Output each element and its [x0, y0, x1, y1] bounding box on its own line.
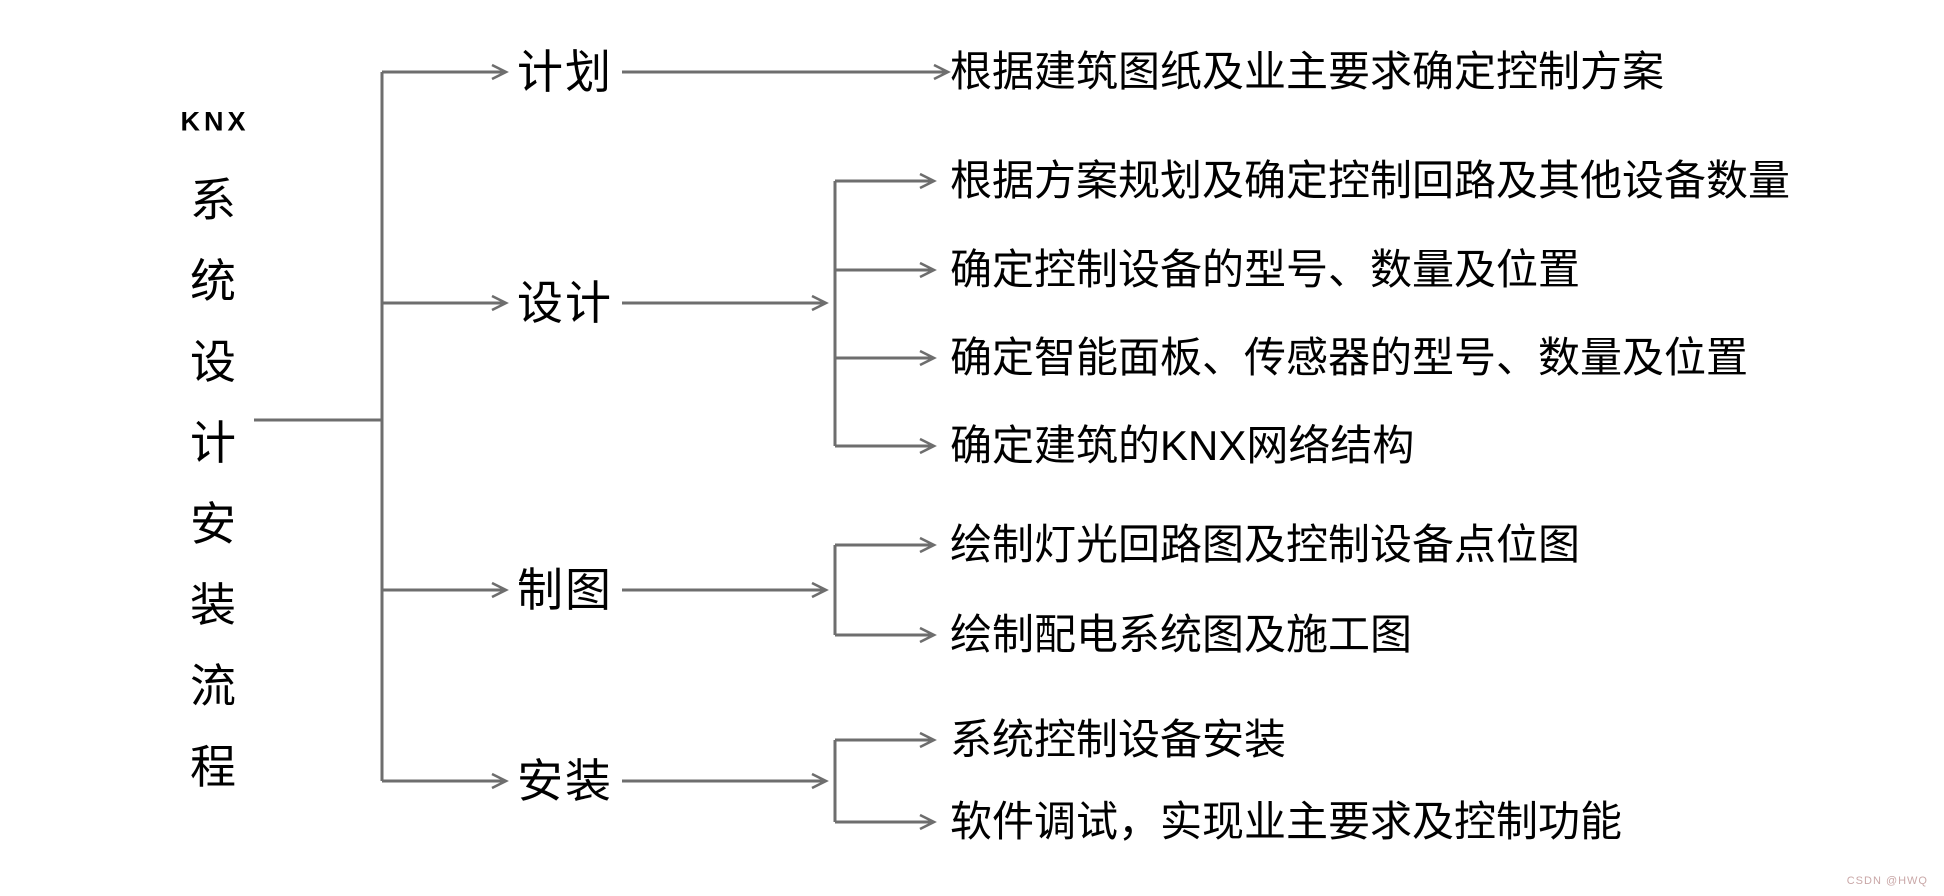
root-title-char: 程: [190, 741, 236, 793]
root-title-char: 装: [190, 579, 236, 631]
branch-label-design: 设计: [517, 277, 613, 329]
branch-drawing-lines: [382, 536, 937, 644]
root-title-char: 计: [190, 417, 236, 469]
root-title-char: 安: [190, 498, 236, 550]
root-title-char: 系: [190, 174, 236, 226]
leaf-text: 根据建筑图纸及业主要求确定控制方案: [950, 48, 1665, 95]
branch-label-drawing: 制图: [517, 564, 613, 616]
branch-label-plan: 计划: [517, 46, 613, 98]
diagram-root-title-knx: KNX: [180, 106, 250, 137]
root-title-char: 流: [190, 660, 236, 712]
root-title-char: 统: [190, 255, 236, 307]
leaf-text: 系统控制设备安装: [950, 716, 1287, 763]
branch-design-lines: [382, 172, 937, 455]
branch-label-install: 安装: [517, 755, 613, 807]
leaf-text: 软件调试，实现业主要求及控制功能: [950, 798, 1623, 845]
branch-install-lines: [382, 731, 937, 831]
leaf-text: 确定控制设备的型号、数量及位置: [950, 246, 1581, 293]
root-title-char: 设: [190, 336, 236, 388]
leaf-text: 绘制配电系统图及施工图: [950, 611, 1413, 658]
leaf-text: 绘制灯光回路图及控制设备点位图: [950, 521, 1581, 568]
leaf-text: 确定建筑的KNX网络结构: [950, 422, 1415, 469]
trunk-lines: [254, 72, 384, 781]
leaf-text: 确定智能面板、传感器的型号、数量及位置: [950, 334, 1749, 381]
watermark: CSDN @HWQ: [1846, 875, 1928, 887]
leaf-text: 根据方案规划及确定控制回路及其他设备数量: [950, 157, 1791, 204]
